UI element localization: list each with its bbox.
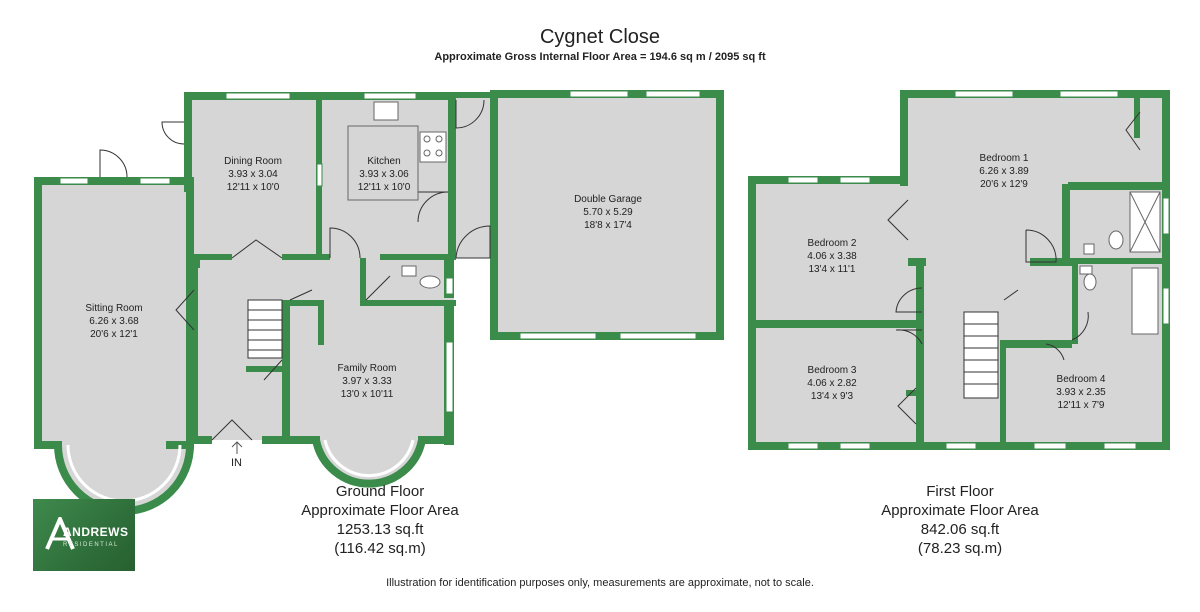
first-floor-doors <box>887 111 1141 425</box>
first-floor-sqm: (78.23 sq.m) <box>917 540 1003 557</box>
room-bed2-name: Bedroom 2 <box>808 238 857 249</box>
room-dining: Dining Room 3.93 x 3.04 12'11 x 10'0 <box>224 156 282 193</box>
andrews-a-mark-icon <box>45 517 75 550</box>
room-bed1-imperial: 20'6 x 12'9 <box>980 179 1028 190</box>
room-bed3-metric: 4.06 x 2.82 <box>807 378 857 389</box>
room-kitchen-imperial: 12'11 x 10'0 <box>358 182 411 193</box>
room-family-metric: 3.97 x 3.33 <box>342 376 392 387</box>
room-kitchen: Kitchen 3.93 x 3.06 12'11 x 10'0 <box>358 156 411 193</box>
first-floor-stairs <box>963 311 999 399</box>
ground-floor-area-label: Approximate Floor Area <box>301 502 459 519</box>
room-dining-name: Dining Room <box>224 156 282 167</box>
entrance-arrow-icon <box>231 441 243 454</box>
logo-sub-text: RESIDENTIAL <box>63 542 119 548</box>
first-floor-sqft: 842.06 sq.ft <box>920 521 1000 538</box>
room-bedroom-2: Bedroom 2 4.06 x 3.38 13'4 x 11'1 <box>807 238 857 275</box>
bathroom-fixtures <box>1079 191 1161 335</box>
room-dining-metric: 3.93 x 3.04 <box>228 169 278 180</box>
room-garage-imperial: 18'8 x 17'4 <box>584 220 632 231</box>
room-kitchen-name: Kitchen <box>367 156 400 167</box>
room-sitting-name: Sitting Room <box>85 303 142 314</box>
room-bed1-name: Bedroom 1 <box>980 153 1029 164</box>
kitchen-fixtures <box>347 101 447 289</box>
room-bed3-imperial: 13'4 x 9'3 <box>811 391 854 402</box>
disclaimer: Illustration for identification purposes… <box>386 577 814 589</box>
ground-floor-sqm: (116.42 sq.m) <box>334 540 426 557</box>
room-sitting-imperial: 20'6 x 12'1 <box>90 329 138 340</box>
room-bed4-metric: 3.93 x 2.35 <box>1056 387 1106 398</box>
room-garage-name: Double Garage <box>574 194 642 205</box>
room-bed4-imperial: 12'11 x 7'9 <box>1057 400 1104 411</box>
logo-brand-text: ANDREWS <box>63 525 129 539</box>
room-family: Family Room 3.97 x 3.33 13'0 x 10'11 <box>338 363 397 400</box>
room-garage: Double Garage 5.70 x 5.29 18'8 x 17'4 <box>574 194 642 231</box>
room-sitting-metric: 6.26 x 3.68 <box>89 316 139 327</box>
room-bed4-name: Bedroom 4 <box>1057 374 1106 385</box>
gross-area-subtitle: Approximate Gross Internal Floor Area = … <box>434 51 766 63</box>
first-floor-windows <box>787 90 1170 450</box>
room-bedroom-3: Bedroom 3 4.06 x 2.82 13'4 x 9'3 <box>807 365 857 402</box>
first-floor-area-label: Approximate Floor Area <box>881 502 1039 519</box>
room-bed2-metric: 4.06 x 3.38 <box>807 251 857 262</box>
room-bedroom-4: Bedroom 4 3.93 x 2.35 12'11 x 7'9 <box>1056 374 1106 411</box>
room-family-imperial: 13'0 x 10'11 <box>341 389 394 400</box>
ground-floor-caption: Ground Floor Approximate Floor Area 1253… <box>270 482 490 558</box>
room-dining-imperial: 12'11 x 10'0 <box>227 182 280 193</box>
ground-floor-doors <box>99 99 491 441</box>
room-garage-metric: 5.70 x 5.29 <box>583 207 633 218</box>
room-bed2-imperial: 13'4 x 11'1 <box>808 264 855 275</box>
andrews-residential-logo: ANDREWS RESIDENTIAL <box>33 499 135 571</box>
ground-floor-windows <box>59 90 701 413</box>
first-floor-caption: First Floor Approximate Floor Area 842.0… <box>850 482 1070 558</box>
ground-floor-name: Ground Floor <box>335 483 425 500</box>
ground-floor-sqft: 1253.13 sq.ft <box>336 521 424 538</box>
first-floor-name: First Floor <box>926 483 994 500</box>
ground-floor-stairs <box>247 299 283 359</box>
room-bed1-metric: 6.26 x 3.89 <box>979 166 1029 177</box>
plan-title: Cygnet Close <box>539 26 661 48</box>
room-sitting: Sitting Room 6.26 x 3.68 20'6 x 12'1 <box>85 303 142 340</box>
room-family-name: Family Room <box>338 363 397 374</box>
room-kitchen-metric: 3.93 x 3.06 <box>359 169 409 180</box>
entrance-label: IN <box>231 457 242 469</box>
room-bedroom-1: Bedroom 1 6.26 x 3.89 20'6 x 12'9 <box>979 153 1029 190</box>
room-bed3-name: Bedroom 3 <box>808 365 857 376</box>
ground-floor-fills <box>40 92 722 508</box>
